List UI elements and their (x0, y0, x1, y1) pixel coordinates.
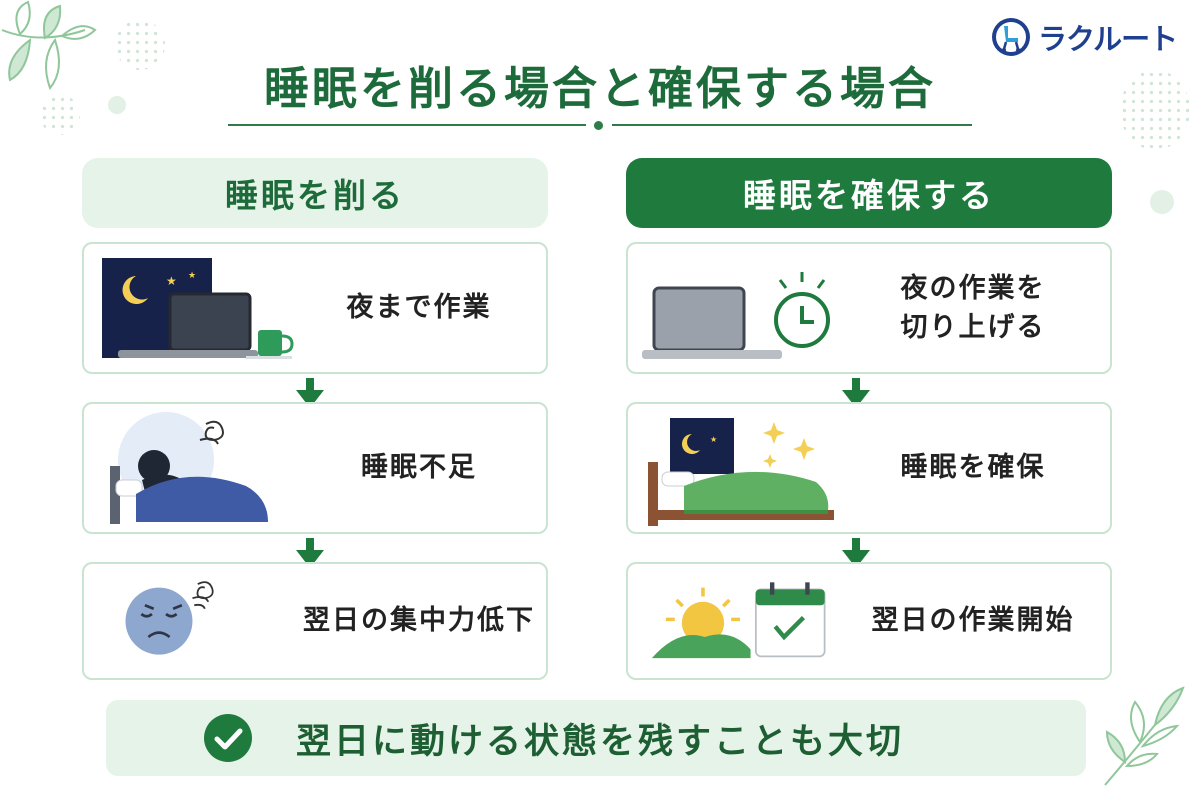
dot-pattern (40, 95, 80, 135)
bed-night-icon: ★ (648, 418, 834, 526)
step-card: 夜の作業を 切り上げる (626, 242, 1112, 374)
step-label: 夜まで作業 (346, 292, 492, 324)
step-label: 翌日の作業開始 (871, 605, 1075, 637)
decorative-circle (108, 96, 126, 114)
arrow-down-icon (296, 378, 324, 408)
leaf-sprig-icon (1104, 686, 1185, 786)
laptop-night-icon: ★ ★ ★ (102, 258, 294, 359)
svg-text:★: ★ (710, 435, 717, 444)
svg-text:★: ★ (166, 274, 177, 288)
column-heading-cut-sleep: 睡眠を削る (82, 158, 548, 228)
sad-face-icon (125, 581, 214, 655)
conclusion-banner: 翌日に動ける状態を残すことも大切 (106, 700, 1086, 776)
step-card: ★ ★ ★ 夜まで作業 (82, 242, 548, 374)
dot-pattern (1120, 70, 1190, 150)
step-label: 睡眠不足 (361, 452, 477, 484)
brand-logo[interactable]: ラクルート (990, 14, 1180, 60)
check-circle-icon (204, 714, 252, 762)
laptop-clock-icon (642, 272, 830, 359)
step-label: 翌日の集中力低下 (303, 605, 535, 637)
title-divider-right (612, 124, 972, 126)
title-divider-left (228, 124, 586, 126)
column-heading-secure-sleep: 睡眠を確保する (626, 158, 1112, 228)
svg-text:★: ★ (188, 271, 196, 281)
step-card: ★ 睡眠を確保 (626, 402, 1112, 534)
chair-logo-icon (992, 18, 1030, 56)
dot-pattern (115, 20, 165, 70)
arrow-down-icon (842, 538, 870, 568)
page-title: 睡眠を削る場合と確保する場合 (263, 62, 936, 115)
brand-name: ラクルート (1038, 22, 1178, 56)
step-card: 睡眠不足 (82, 402, 548, 534)
arrow-down-icon (842, 378, 870, 408)
sunrise-calendar-icon (651, 582, 826, 659)
step-card: 翌日の作業開始 (626, 562, 1112, 680)
title-divider-dot (594, 121, 603, 130)
step-label: 睡眠を確保 (900, 452, 1046, 484)
leaf-branch-icon (1, 0, 97, 90)
arrow-down-icon (296, 538, 324, 568)
conclusion-text: 翌日に動ける状態を残すことも大切 (296, 721, 905, 762)
decorative-circle (1150, 190, 1174, 214)
tired-sleeper-icon (110, 412, 268, 524)
step-label: 夜の作業を 切り上げる (900, 272, 1046, 343)
step-card: 翌日の集中力低下 (82, 562, 548, 680)
